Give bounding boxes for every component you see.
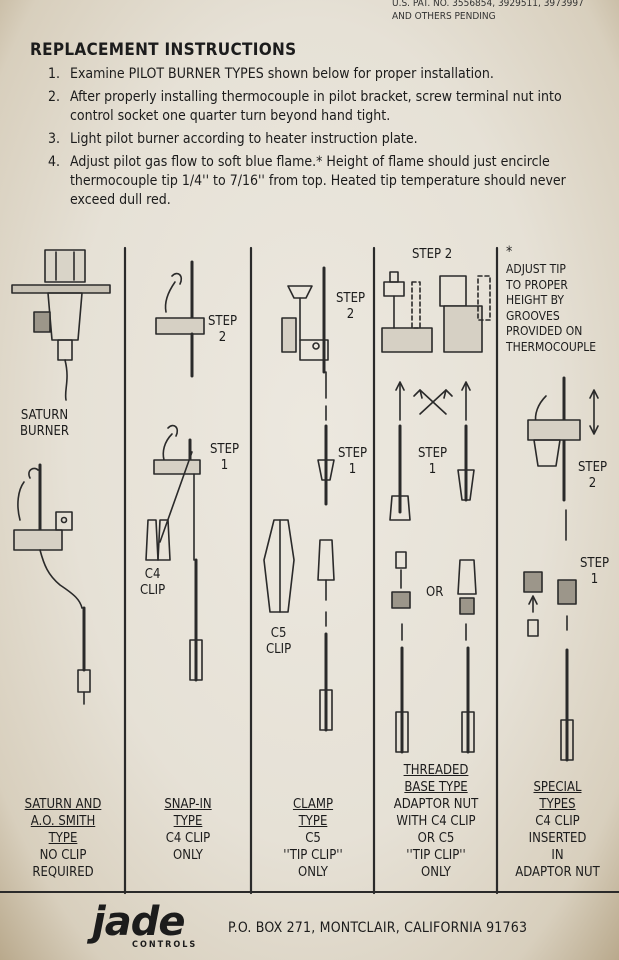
saturn-burner-label: SATURN BURNER [20,408,69,439]
c5-clip-label: C5 CLIP [266,626,292,657]
step-4: 4.Adjust pilot gas flow to soft blue fla… [48,154,566,208]
special-step-2-label: STEP 2 [578,460,608,491]
special-step-1-label: STEP 1 [580,556,610,587]
snap-step-2-label: STEP 2 [208,314,238,345]
caption-snap-in-type: SNAP-IN TYPE C4 CLIP ONLY [164,797,212,863]
patent-notice: U.S. PAT. NO. 3556854, 3929511, 3973997 … [392,0,584,23]
snap-in-drawing [145,260,205,682]
thread-step-1-label: STEP 1 [418,446,448,477]
or-label: OR [426,585,444,600]
caption-clamp-type: CLAMP TYPE C5 ''TIP CLIP'' ONLY [283,797,343,880]
snap-step-1-label: STEP 1 [210,442,240,473]
clamp-step-2-label: STEP 2 [336,291,366,322]
caption-threaded-base-type: THREADED BASE TYPE ADAPTOR NUT WITH C4 C… [393,763,479,880]
patent-numbers: U.S. PAT. NO. 3556854, 3929511, 3973997 [392,0,584,9]
logo-subtext: CONTROLS [132,940,198,950]
special-types-drawing [523,376,599,762]
thread-step-2-label: STEP 2 [412,247,453,262]
logo-wordmark: jade [92,899,185,945]
asterisk-mark: * [506,244,513,260]
jade-controls-logo: jade CONTROLS [92,899,195,950]
patent-pending: AND OTHERS PENDING [392,11,496,22]
c4-clip-label: C4 CLIP [140,567,166,598]
adjust-tip-note: ADJUST TIP TO PROPER HEIGHT BY GROOVES P… [506,262,597,354]
company-address: P.O. BOX 271, MONTCLAIR, CALIFORNIA 9176… [228,920,528,936]
step-2: 2.After properly installing thermocouple… [48,89,562,124]
instruction-steps: 1.Examine PILOT BURNER TYPES shown below… [48,65,588,214]
clamp-drawing [263,266,335,732]
saturn-burner-drawing [11,249,111,705]
caption-saturn-type: SATURN AND A.O. SMITH TYPE NO CLIP REQUI… [24,797,102,880]
column-dividers [123,246,499,895]
step-1: 1.Examine PILOT BURNER TYPES shown below… [48,66,494,82]
threaded-base-drawing [381,271,491,754]
step-3: 3.Light pilot burner according to heater… [48,131,418,147]
clamp-step-1-label: STEP 1 [338,446,368,477]
caption-special-types: SPECIAL TYPES C4 CLIP INSERTED IN ADAPTO… [515,780,600,880]
footer-divider [0,891,619,893]
page-title: REPLACEMENT INSTRUCTIONS [30,40,297,60]
